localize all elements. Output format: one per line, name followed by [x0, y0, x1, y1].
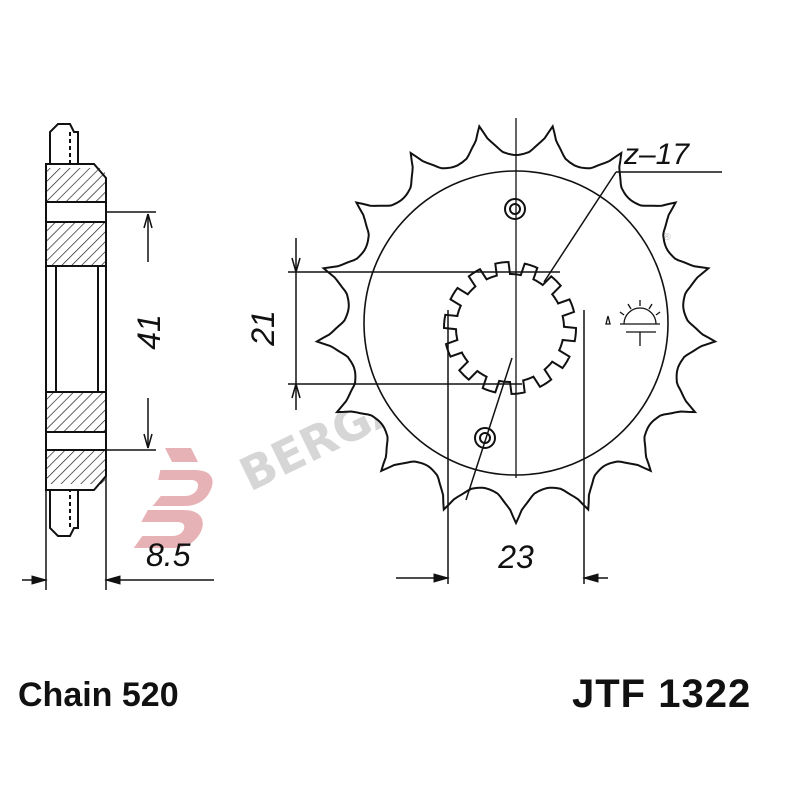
dim-bore-height: 21: [245, 310, 281, 347]
dim-bore-width: 23: [497, 539, 534, 575]
hardening-symbol: [605, 300, 661, 346]
dim-thickness: 8.5: [146, 537, 191, 573]
splined-bore: [443, 260, 577, 396]
front-view: [288, 118, 722, 584]
part-number: JTF 1322: [572, 672, 752, 716]
mounting-hole-top: [504, 198, 526, 220]
registered-mark: ®: [662, 232, 672, 243]
side-view: [22, 123, 214, 590]
dim-hub-diameter: 41: [131, 314, 167, 350]
tooth-count-label: z–17: [623, 138, 690, 171]
chain-label: Chain 520: [18, 676, 179, 714]
watermark-logo: [133, 448, 213, 548]
